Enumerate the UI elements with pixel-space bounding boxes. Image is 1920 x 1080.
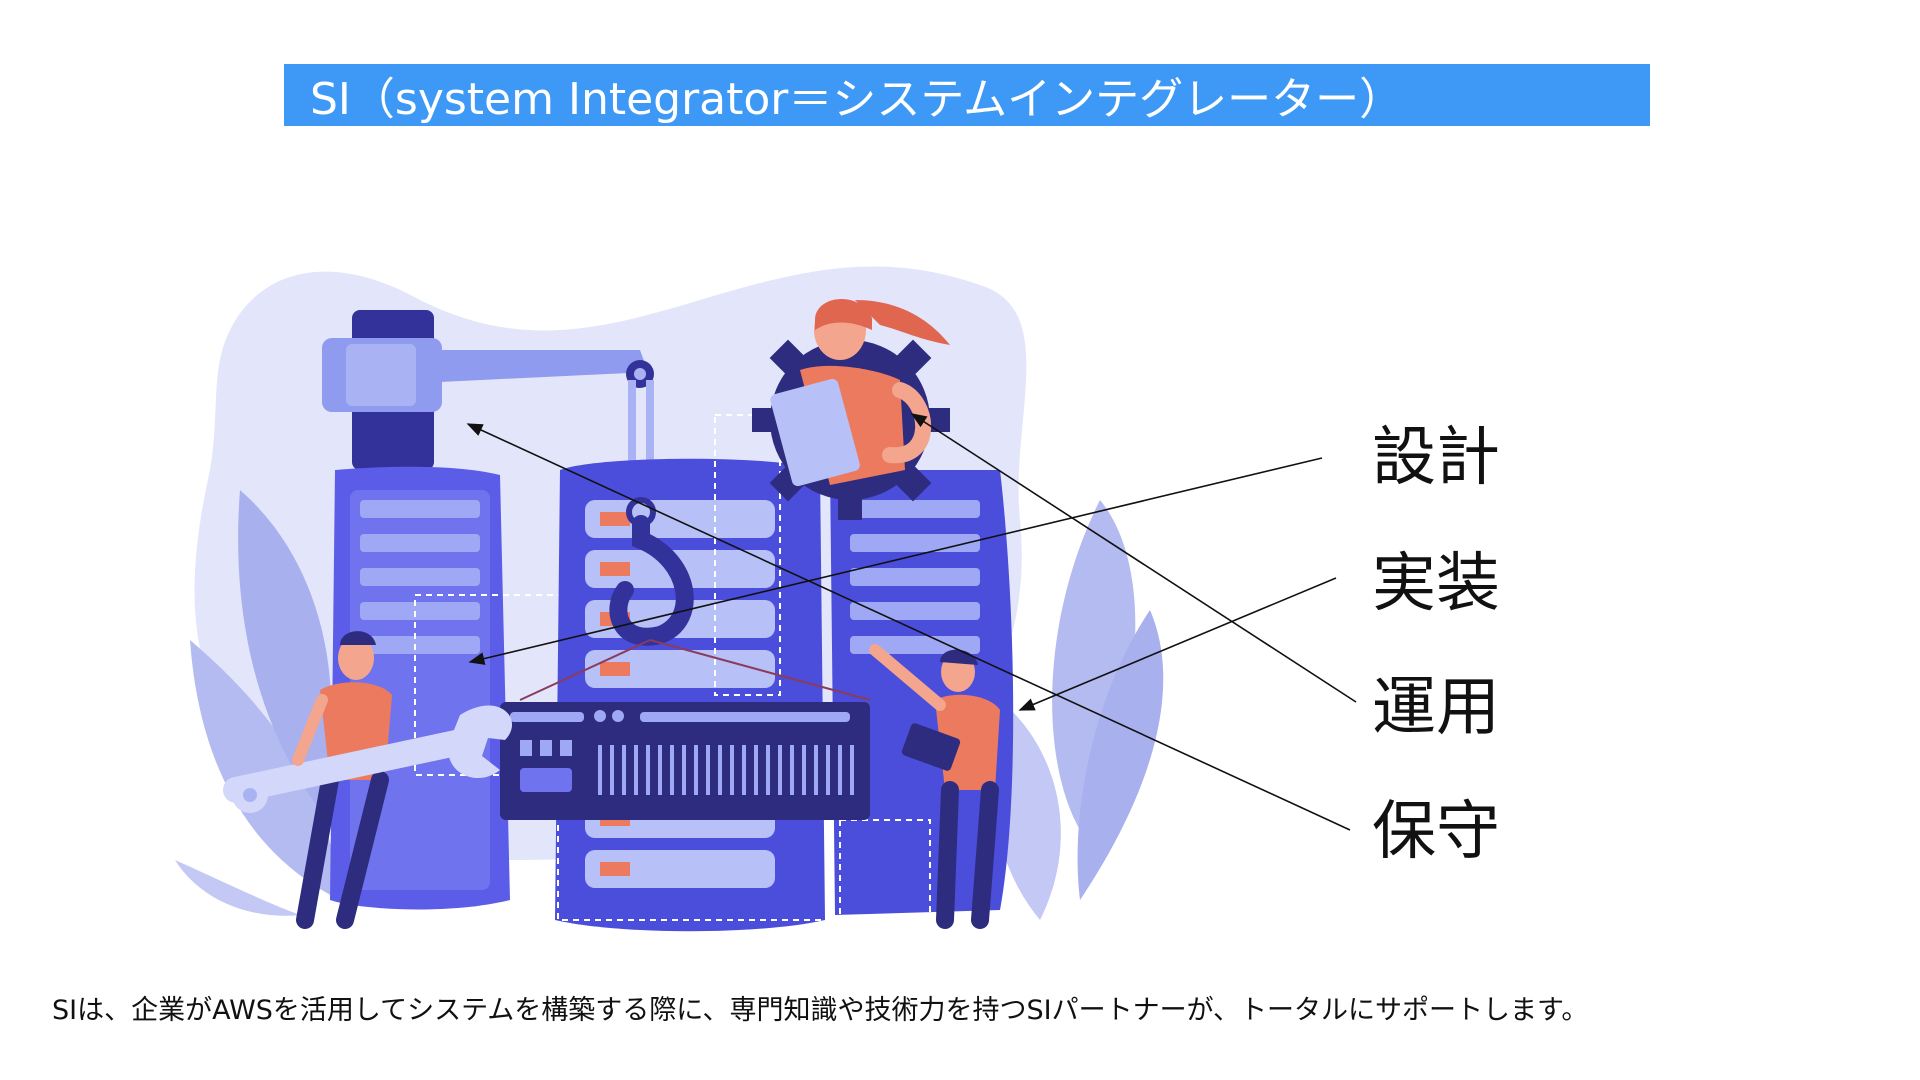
- label-maintenance: 保守: [1372, 795, 1500, 869]
- pointer-design: [468, 457, 1323, 665]
- pointer-lines: [466, 413, 1357, 831]
- pointer-operation: [910, 413, 1357, 703]
- rack-panel-icon: [500, 702, 870, 820]
- hook-icon: [519, 497, 871, 701]
- pointer-implementation: [1018, 577, 1337, 711]
- label-implementation: 実装: [1372, 547, 1500, 621]
- man-wrench-icon: [223, 631, 513, 929]
- caption-text: SIは、企業がAWSを活用してシステムを構築する際に、専門知識や技術力を持つSI…: [52, 995, 1589, 1026]
- pointer-maintenance: [466, 423, 1351, 831]
- label-operation: 運用: [1372, 671, 1500, 745]
- page-title: SI（system Integrator＝システムインテグレーター）: [284, 64, 1650, 126]
- label-design: 設計: [1372, 421, 1500, 495]
- man-tablet-icon: [869, 644, 1000, 929]
- crane-icon: [322, 310, 654, 510]
- gear-woman-icon: [752, 299, 950, 520]
